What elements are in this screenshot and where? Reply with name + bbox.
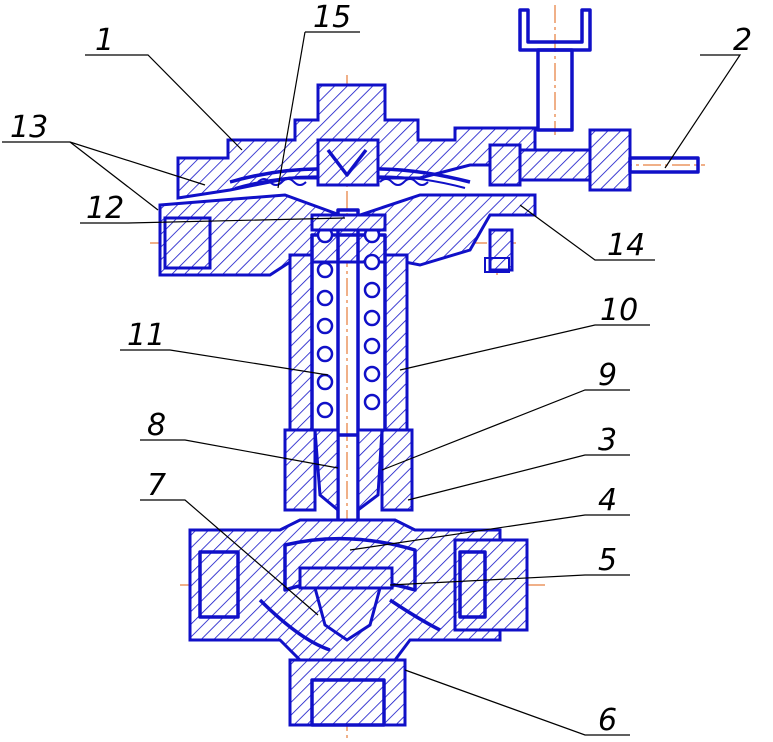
callout-15: 15 — [313, 0, 351, 35]
callout-9: 9 — [598, 358, 617, 393]
callout-11: 11 — [127, 318, 165, 353]
callout-6: 6 — [598, 703, 617, 738]
bonnet-spring-housing — [283, 233, 414, 512]
callout-7: 7 — [147, 468, 166, 503]
callout-8: 8 — [147, 408, 166, 443]
gland — [313, 428, 384, 514]
callout-3: 3 — [598, 423, 617, 458]
bottom-plug — [288, 658, 407, 727]
leader-lines — [2, 31, 742, 736]
callout-10: 10 — [600, 293, 638, 328]
callout-14: 14 — [607, 228, 645, 263]
callout-13: 13 — [10, 110, 48, 145]
plug — [298, 566, 394, 642]
callout-12: 12 — [86, 191, 124, 226]
callout-1: 1 — [95, 23, 114, 58]
centre-nut — [316, 138, 380, 187]
callout-5: 5 — [598, 543, 617, 578]
callout-labels: 1 2 3 4 5 6 7 8 9 10 11 12 13 14 15 — [10, 0, 752, 738]
callout-4: 4 — [598, 483, 617, 518]
spring — [316, 226, 381, 419]
callout-2: 2 — [733, 23, 752, 58]
impulse-line-fitting — [488, 8, 700, 192]
